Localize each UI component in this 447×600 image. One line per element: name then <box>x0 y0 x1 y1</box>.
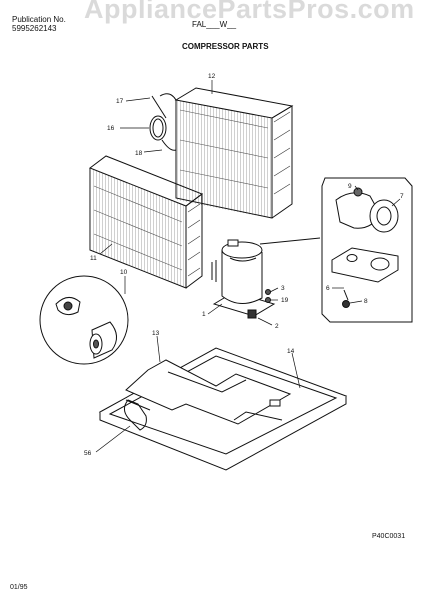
section-title: COMPRESSOR PARTS <box>182 42 269 51</box>
callout-7: 7 <box>400 193 404 200</box>
callout-9: 9 <box>348 183 352 190</box>
fitting-detail-circle <box>39 275 129 365</box>
callout-17: 17 <box>116 98 124 105</box>
terminal-cover-detail-box <box>321 177 413 323</box>
callout-8: 8 <box>364 298 368 305</box>
callout-11: 11 <box>90 255 97 262</box>
callout-18: 18 <box>135 150 143 157</box>
publication-label: Publication No. <box>12 15 66 24</box>
diagram-code: P40C0031 <box>372 533 405 540</box>
compressor <box>211 237 321 319</box>
condenser-coil-upper <box>174 87 294 219</box>
capillary-tube-assembly <box>149 93 177 151</box>
callout-10: 10 <box>120 269 128 276</box>
publication-number: 5995262143 <box>12 24 57 33</box>
evaporator-coil-lower <box>88 155 204 289</box>
callout-3: 3 <box>281 285 285 292</box>
callout-13: 13 <box>152 330 160 337</box>
callout-1: 1 <box>202 311 206 318</box>
callout-16: 16 <box>107 125 115 132</box>
callout-12: 12 <box>208 73 216 80</box>
date-code: 01/95 <box>10 584 28 591</box>
model-number-partial: FAL___W__ <box>192 20 237 29</box>
callout-2: 2 <box>275 323 279 330</box>
drain-trough <box>125 359 292 425</box>
callout-labels: 17 16 18 12 11 10 9 7 1 3 19 2 6 8 13 14… <box>84 73 404 457</box>
callout-56: 56 <box>84 450 92 457</box>
callout-6: 6 <box>326 285 330 292</box>
callout-14: 14 <box>287 348 295 355</box>
wire-loop <box>124 399 151 431</box>
leader-lines <box>95 80 401 453</box>
callout-19: 19 <box>281 297 289 304</box>
watermark-text: AppliancePartsPros.com <box>84 0 415 24</box>
